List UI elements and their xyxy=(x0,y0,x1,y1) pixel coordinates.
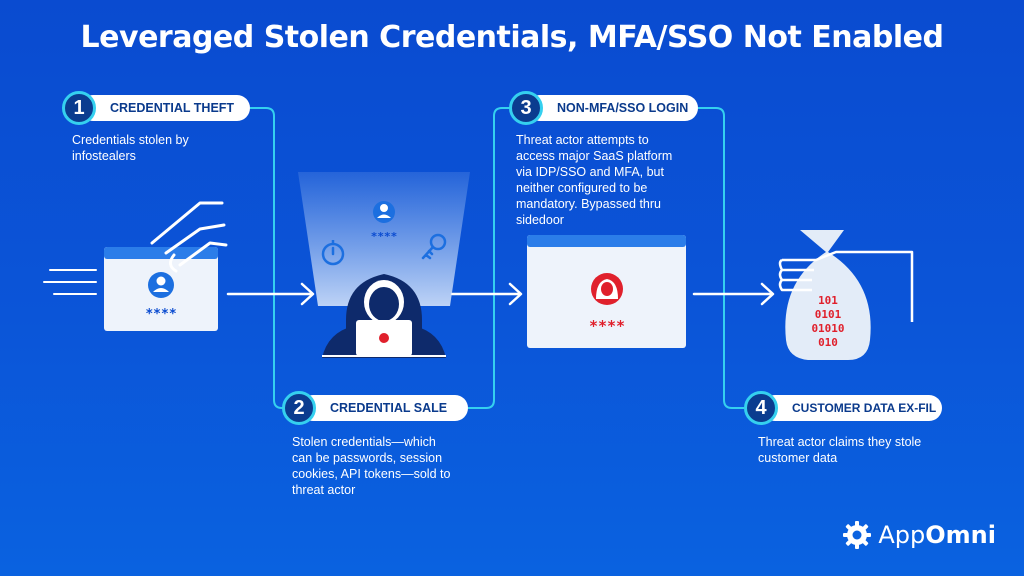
step2-desc-line: cookies, API tokens—sold to xyxy=(292,467,451,481)
diagram-title: Leveraged Stolen Credentials, MFA/SSO No… xyxy=(80,20,944,55)
user-icon xyxy=(148,272,174,298)
data-bag-illustration: 101 0101 01010 010 xyxy=(778,230,914,360)
threat-actor-icon xyxy=(591,273,623,305)
connector-step1 xyxy=(250,107,290,409)
step3-description: Threat actor attempts to access major Sa… xyxy=(516,132,672,228)
step3-desc-line: neither configured to be xyxy=(516,181,648,195)
hand-pointing-icon xyxy=(150,201,228,273)
step1-pill: CREDENTIAL THEFT xyxy=(80,95,250,121)
step2-desc-line: threat actor xyxy=(292,483,356,497)
data-bits-line: 0101 xyxy=(815,308,842,321)
data-bits-line: 010 xyxy=(818,336,838,349)
password-mask: **** xyxy=(371,230,398,243)
step1-desc-line: Credentials stolen by xyxy=(72,133,189,147)
step3-desc-line: Threat actor attempts to xyxy=(516,133,649,147)
step1-label: CREDENTIAL THEFT xyxy=(110,101,235,115)
step3-desc-line: sidedoor xyxy=(516,213,564,227)
credential-window-illustration: **** xyxy=(43,201,228,331)
step4-description: Threat actor claims they stole customer … xyxy=(758,434,921,466)
flow-arrow-1 xyxy=(226,282,315,306)
password-mask: **** xyxy=(145,307,176,322)
step1-description: Credentials stolen by infostealers xyxy=(72,132,189,164)
step4-number: 4 xyxy=(744,391,778,425)
step3-desc-line: mandatory. Bypassed thru xyxy=(516,197,661,211)
logo-text-app: App xyxy=(878,521,926,549)
step4-label: CUSTOMER DATA EX-FIL xyxy=(792,401,937,415)
step2-pill: CREDENTIAL SALE xyxy=(300,395,468,421)
step2-number: 2 xyxy=(282,391,316,425)
step3-label: NON-MFA/SSO LOGIN xyxy=(557,101,689,115)
step3-desc-line: access major SaaS platform xyxy=(516,149,673,163)
user-icon xyxy=(373,201,395,223)
stopwatch-icon xyxy=(321,240,345,266)
flow-arrow-2 xyxy=(450,282,523,306)
step2-desc-line: Stolen credentials—which xyxy=(292,435,436,449)
gear-icon xyxy=(843,521,872,549)
step4-desc-line: customer data xyxy=(758,451,838,465)
step2-desc-line: can be passwords, session xyxy=(292,451,443,465)
step1-number: 1 xyxy=(62,91,96,125)
flow-arrow-3 xyxy=(692,282,775,306)
hand-icon xyxy=(778,250,914,322)
login-window-illustration: **** xyxy=(527,235,686,348)
step2-label: CREDENTIAL SALE xyxy=(330,401,448,415)
connector-step3 xyxy=(698,107,744,409)
connector-step2 xyxy=(468,107,512,409)
password-mask: **** xyxy=(589,317,625,335)
step3-desc-line: via IDP/SSO and MFA, but xyxy=(516,165,664,179)
laptop-icon xyxy=(356,320,412,356)
data-bits-line: 01010 xyxy=(811,322,844,335)
step3-number: 3 xyxy=(509,91,543,125)
bag-icon xyxy=(785,230,871,360)
data-bits-line: 101 xyxy=(818,294,838,307)
spotlight xyxy=(298,172,470,306)
step4-desc-line: Threat actor claims they stole xyxy=(758,435,922,449)
step3-pill: NON-MFA/SSO LOGIN xyxy=(527,95,698,121)
hacker-illustration: **** xyxy=(298,172,470,358)
key-icon xyxy=(421,233,447,260)
step1-desc-line: infostealers xyxy=(72,149,136,163)
logo-text-omni: Omni xyxy=(925,521,996,549)
step4-pill: CUSTOMER DATA EX-FIL xyxy=(762,395,942,421)
step2-description: Stolen credentials—which can be password… xyxy=(292,434,450,498)
